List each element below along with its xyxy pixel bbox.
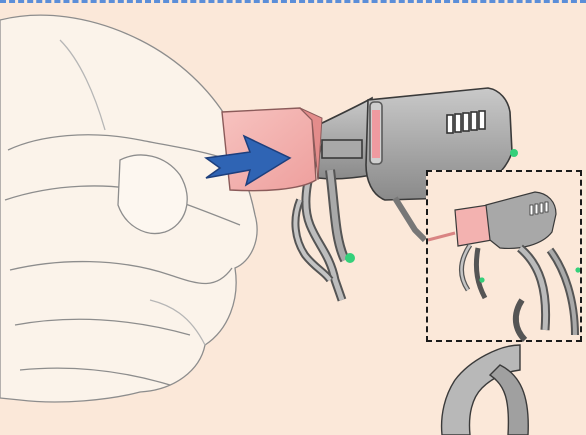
temple-arm-lower [440, 344, 529, 435]
indicator-dot [510, 149, 518, 157]
top-dashed-border [0, 0, 586, 3]
inset-frame [426, 170, 582, 342]
hand-illustration [0, 14, 258, 403]
insert-direction-arrow [204, 134, 292, 187]
indicator-dot [345, 253, 355, 263]
inset-detail [426, 170, 582, 343]
vent-grille [446, 110, 486, 134]
